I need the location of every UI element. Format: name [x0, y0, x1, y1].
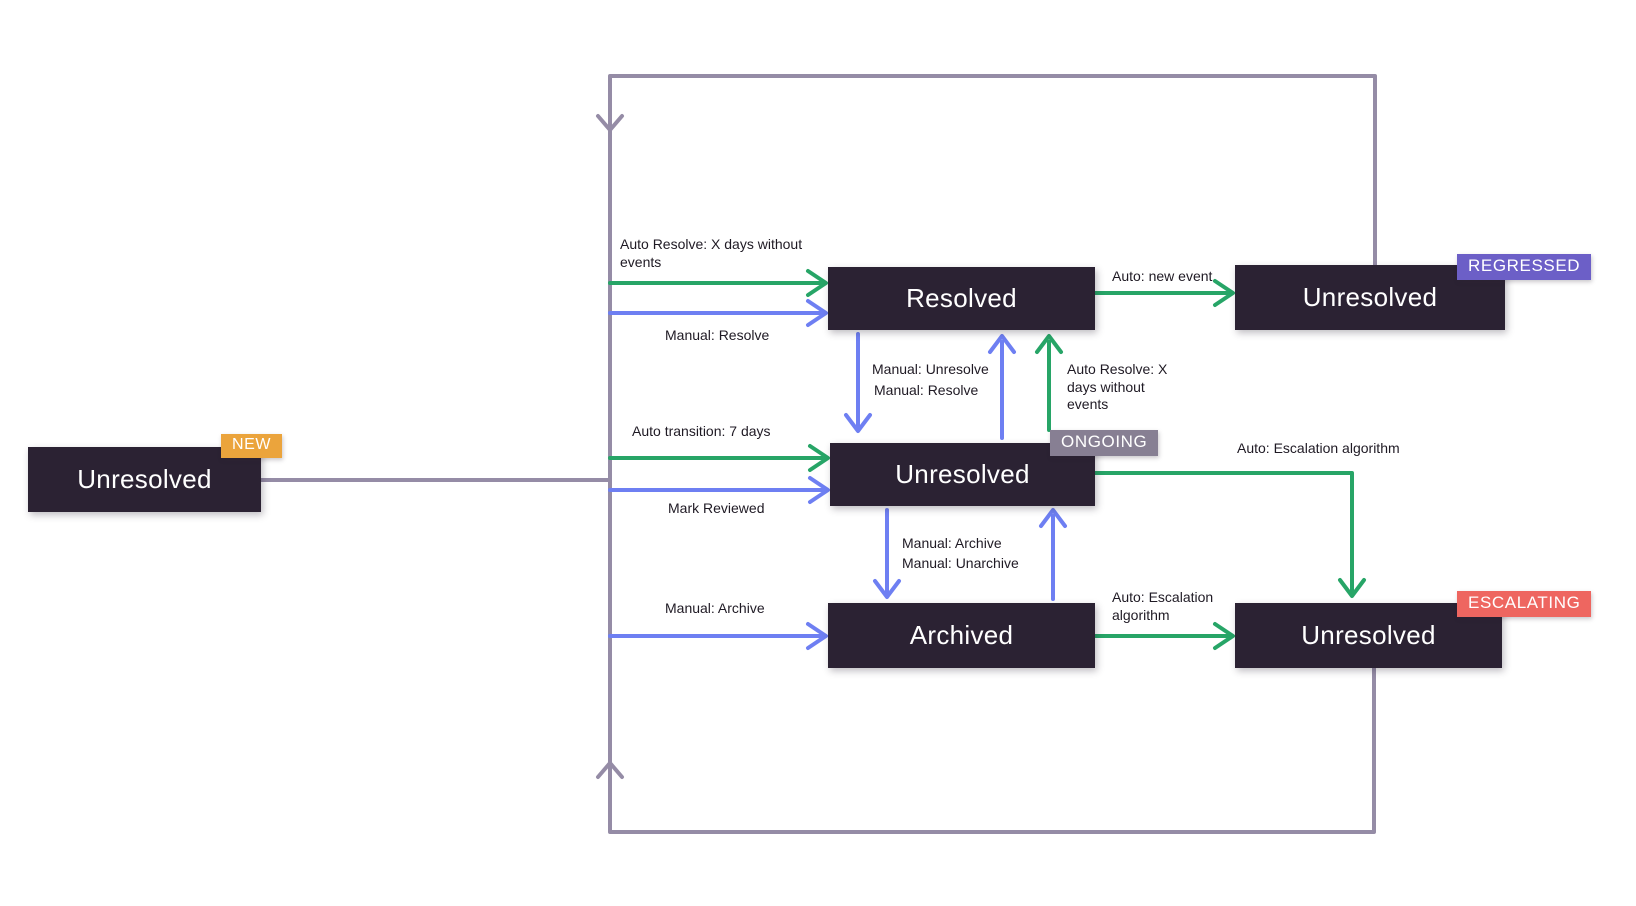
- state-label: Unresolved: [1302, 282, 1438, 312]
- edge-mark-reviewed: [608, 476, 830, 504]
- badge-escalating: ESCALATING: [1457, 591, 1592, 617]
- state-label: Unresolved: [77, 464, 212, 494]
- edge-manual-archive-from-new: [608, 622, 828, 650]
- loop-arrow-up-icon: [596, 761, 624, 779]
- edge-label-manual-unresolve: Manual: Unresolve: [872, 361, 989, 377]
- state-unresolved-escalating: Unresolved: [1235, 603, 1502, 668]
- edge-label-manual-resolve-inner: Manual: Resolve: [874, 382, 979, 398]
- state-label: Resolved: [906, 283, 1017, 313]
- state-archived: Archived: [828, 603, 1095, 668]
- edge-auto-escalation-from-archived: [1093, 622, 1235, 650]
- edge-manual-archive-down: [873, 508, 901, 599]
- edge-auto-transition-to-ongoing: [608, 444, 830, 472]
- state-unresolved-ongoing: Unresolved: [830, 443, 1095, 506]
- loop-line: [608, 74, 1377, 834]
- edge-label-manual-unarchive: Manual: Unarchive: [902, 555, 1019, 571]
- edge-auto-escalation-from-ongoing: [1093, 471, 1366, 598]
- edge-label-manual-resolve: Manual: Resolve: [665, 327, 770, 343]
- badge-new: NEW: [221, 434, 283, 458]
- badge-ongoing: ONGOING: [1050, 430, 1159, 456]
- state-label: Unresolved: [1301, 620, 1436, 650]
- edge-auto-resolve-from-ongoing: [1035, 334, 1063, 432]
- edge-label-mark-reviewed: Mark Reviewed: [668, 500, 765, 516]
- edge-label-auto-transition: Auto transition: 7 days: [632, 423, 771, 439]
- edge-label-auto-escalation-archived: Auto: Escalation algorithm: [1112, 589, 1214, 623]
- edge-manual-unarchive-up: [1039, 508, 1067, 601]
- edge-label-auto-escalation-ongoing: Auto: Escalation algorithm: [1237, 440, 1400, 456]
- edge-manual-resolve-up: [988, 334, 1016, 440]
- state-label: Unresolved: [895, 459, 1030, 489]
- badge-regressed: REGRESSED: [1457, 254, 1592, 280]
- edge-label-auto-resolve-from-ongoing: Auto Resolve: X days without events: [1067, 361, 1168, 412]
- edge-label-manual-archive-inner: Manual: Archive: [902, 535, 1002, 551]
- state-label: Archived: [909, 620, 1014, 650]
- edge-auto-resolve-to-resolved: [608, 269, 828, 297]
- edge-label-auto-new-event: Auto: new event: [1112, 268, 1213, 284]
- edge-label-manual-archive: Manual: Archive: [665, 600, 765, 616]
- edge-auto-new-event: [1093, 279, 1235, 307]
- edge-manual-resolve-to-resolved: [608, 299, 828, 327]
- state-resolved: Resolved: [828, 267, 1095, 330]
- loop-arrow-down-icon: [596, 114, 624, 132]
- edge-label-auto-resolve: Auto Resolve: X days without events: [620, 236, 803, 270]
- edge-manual-unresolve-down: [844, 332, 872, 433]
